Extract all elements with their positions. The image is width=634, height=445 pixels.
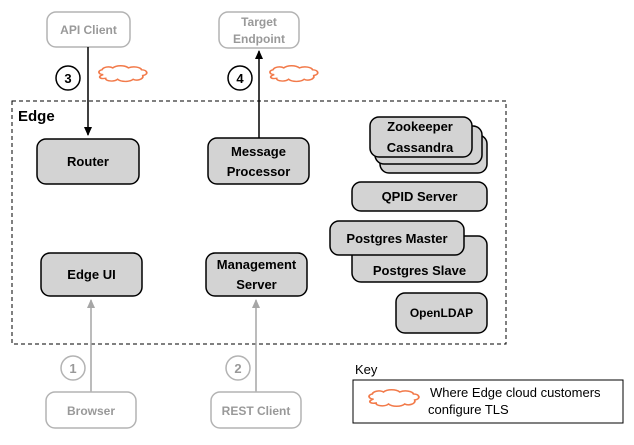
cassandra-label: Cassandra <box>387 140 454 155</box>
step-4-label: 4 <box>236 71 244 86</box>
api-client-node: API Client <box>46 11 131 48</box>
api-client-label: API Client <box>60 23 117 37</box>
openldap-label: OpenLDAP <box>410 306 473 320</box>
edge-title: Edge <box>18 108 55 125</box>
qpid-server-label: QPID Server <box>382 189 458 204</box>
edge-ui-node: Edge UI <box>40 252 143 297</box>
router-label: Router <box>67 154 109 169</box>
step-3-badge: 3 <box>55 65 81 91</box>
openldap-node: OpenLDAP <box>395 292 488 334</box>
tls-cloud-icon <box>368 388 420 408</box>
rest-client-node: REST Client <box>210 391 302 429</box>
target-endpoint-label-line1: Target <box>241 15 277 29</box>
legend: Key Where Edge cloud customers configure… <box>352 362 624 424</box>
step-1-label: 1 <box>69 361 76 376</box>
management-server-label-line2: Server <box>236 277 276 292</box>
message-processor-label-line2: Processor <box>227 164 291 179</box>
postgres-slave-label: Postgres Slave <box>373 263 466 278</box>
management-server-node: Management Server <box>205 252 308 297</box>
step-1-badge: 1 <box>60 355 86 381</box>
message-processor-node: Message Processor <box>207 137 310 185</box>
postgres-stack: Postgres Slave Postgres Master <box>329 220 488 283</box>
zookeeper-label: Zookeeper <box>387 119 453 134</box>
step-2-label: 2 <box>234 361 241 376</box>
zookeeper-cassandra-stack: Zookeeper Cassandra <box>369 116 488 174</box>
management-server-label-line1: Management <box>217 257 297 272</box>
target-endpoint-label-line2: Endpoint <box>233 32 285 46</box>
rest-client-label: REST Client <box>222 404 291 418</box>
tls-cloud-icon <box>98 64 148 83</box>
legend-description-line2: configure TLS <box>428 402 509 417</box>
legend-description-line1: Where Edge cloud customers <box>430 385 601 400</box>
tls-cloud-icon <box>269 64 319 83</box>
qpid-server-node: QPID Server <box>351 181 488 212</box>
edge-ui-label: Edge UI <box>67 267 115 282</box>
legend-title: Key <box>355 362 378 377</box>
step-4-badge: 4 <box>227 65 253 91</box>
step-2-badge: 2 <box>225 355 251 381</box>
router-node: Router <box>36 138 140 185</box>
target-endpoint-node: Target Endpoint <box>218 11 300 49</box>
browser-node: Browser <box>45 391 137 429</box>
step-3-label: 3 <box>64 71 71 86</box>
browser-label: Browser <box>67 404 115 418</box>
message-processor-label-line1: Message <box>231 144 286 159</box>
postgres-master-label: Postgres Master <box>346 231 447 246</box>
